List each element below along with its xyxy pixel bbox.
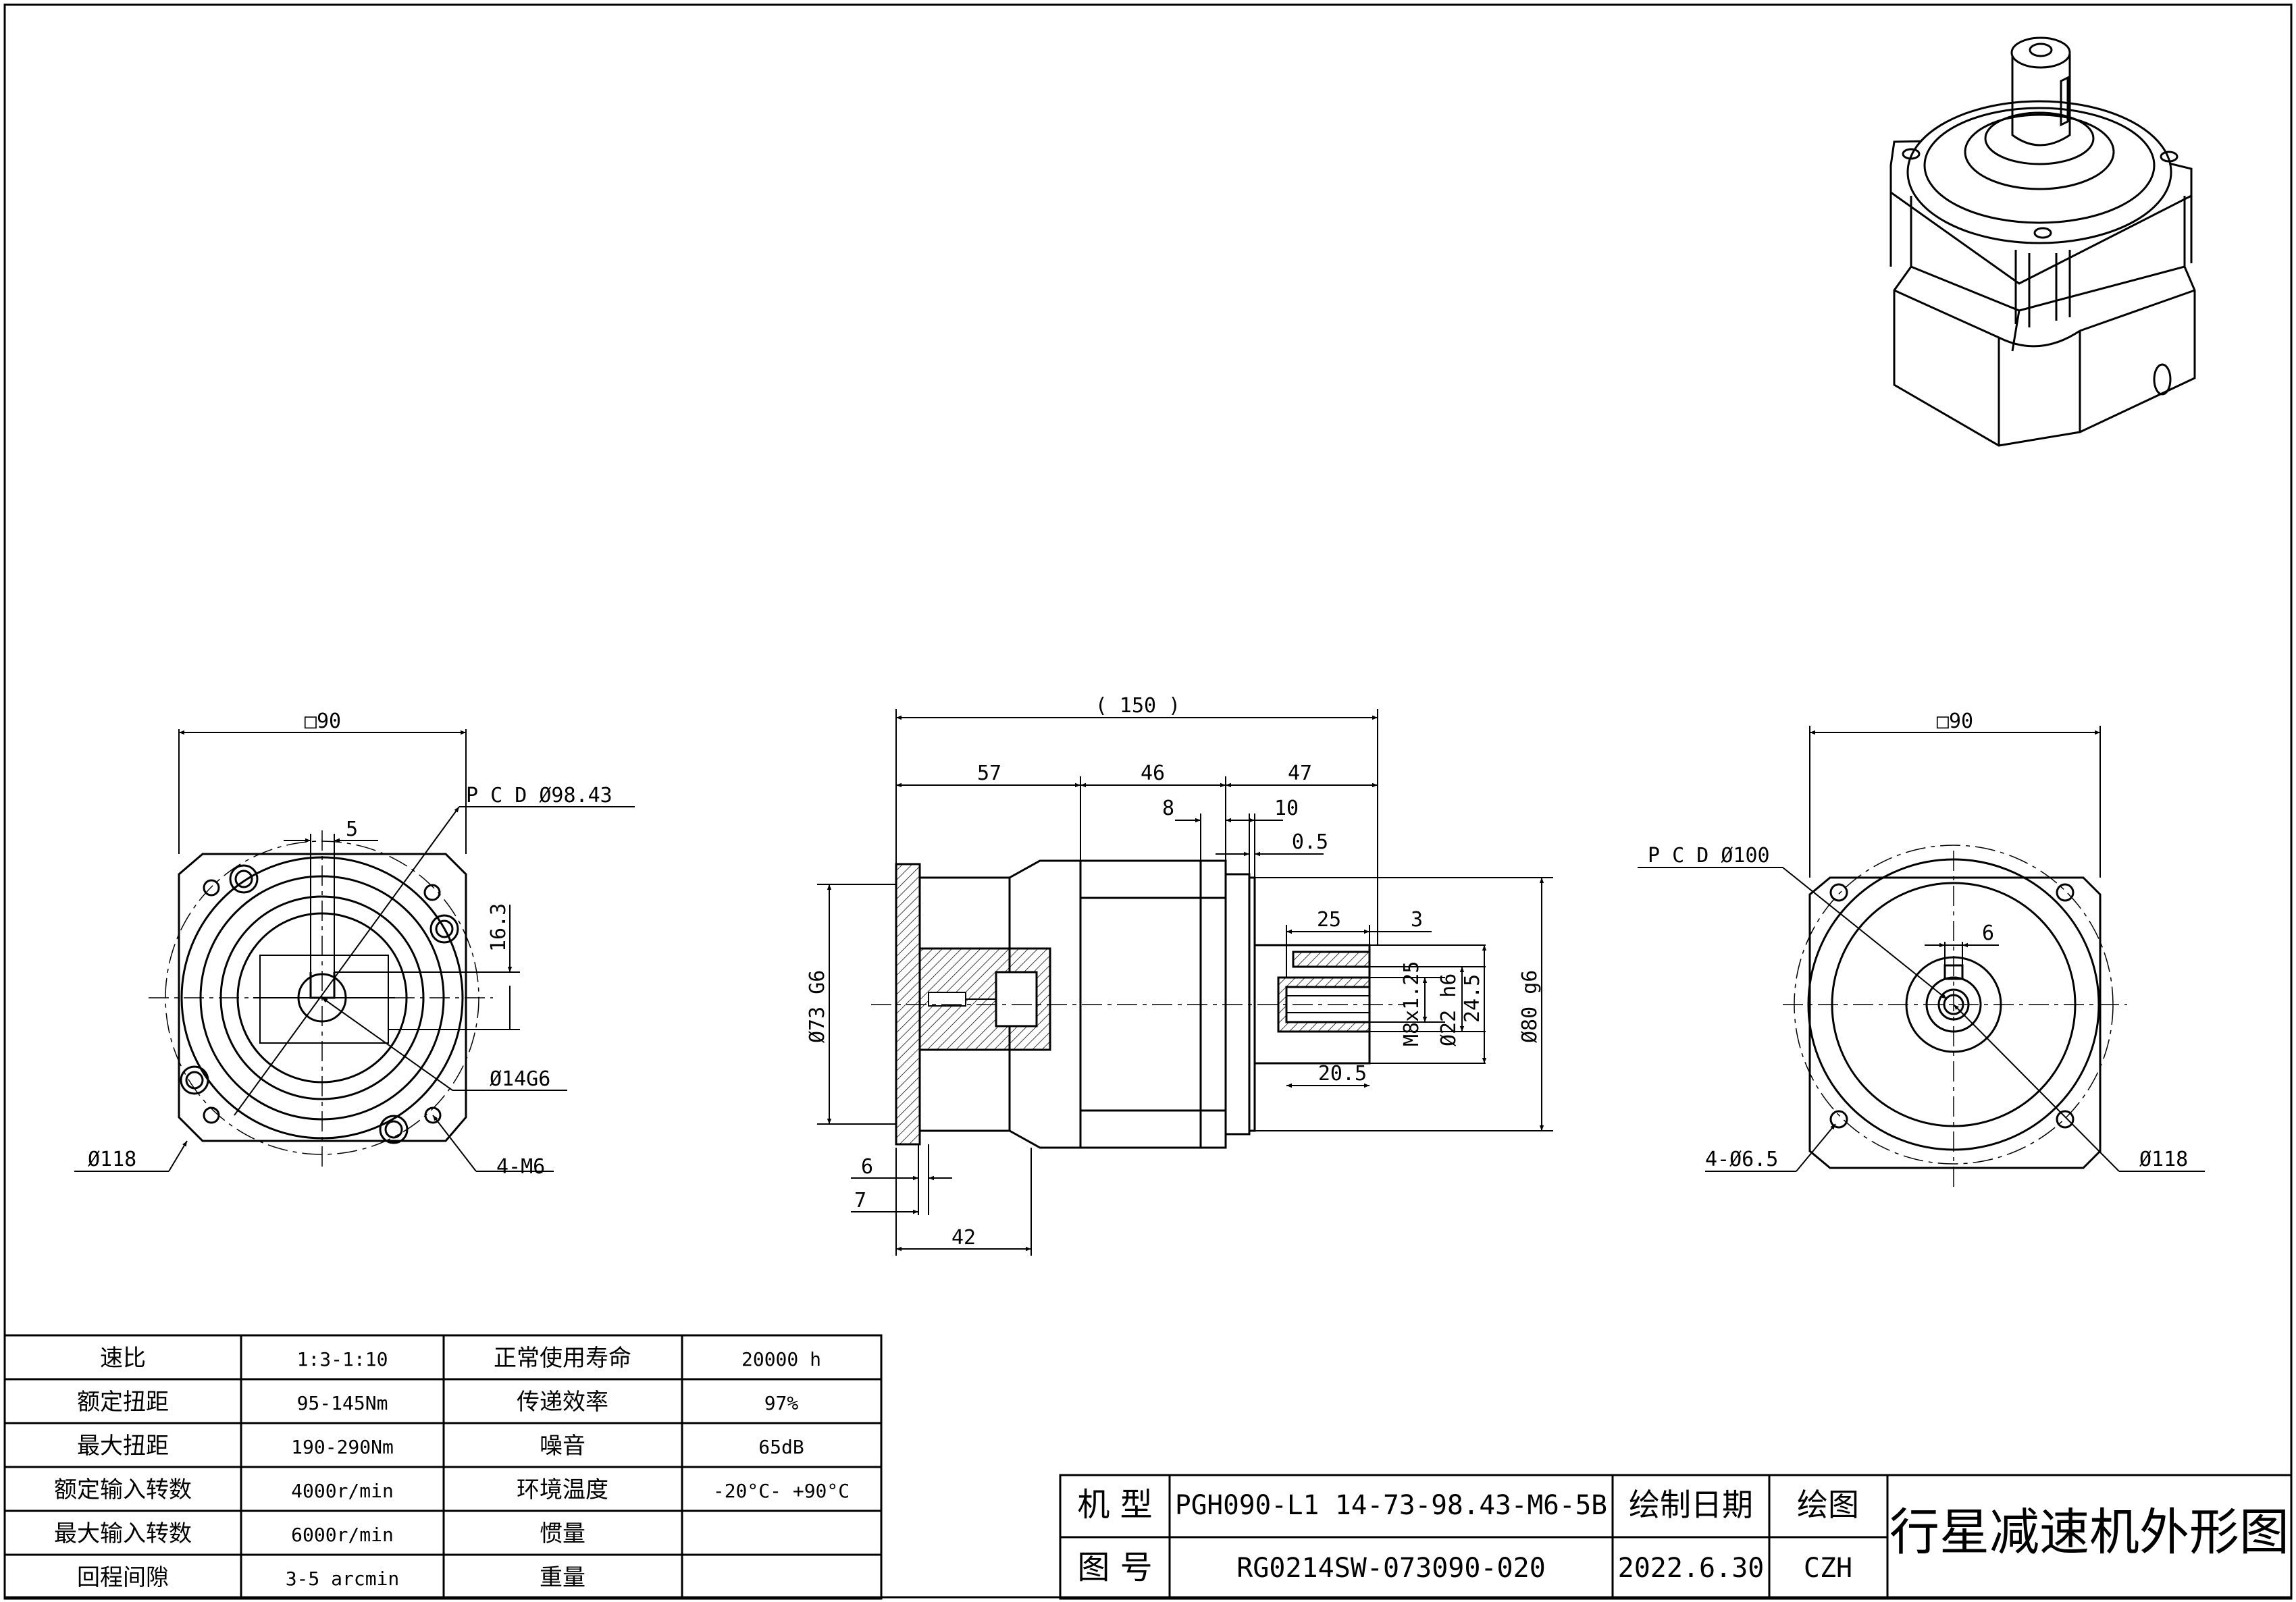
left-key-height-dim: 16.3 — [487, 903, 511, 952]
side-42-dim: 42 — [951, 1226, 976, 1250]
spec-label: 额定输入转数 — [54, 1476, 192, 1503]
side-flange-dia-dim: Ø73 G6 — [806, 970, 829, 1043]
drawing-title: 行星减速机外形图 — [1889, 1503, 2289, 1561]
spec-value: 6000r/min — [291, 1524, 394, 1546]
right-key-dim: 6 — [1982, 922, 1994, 945]
side-section-view: ( 150 ) 57 46 47 8 10 0.5 25 3 20.5 M8x1… — [806, 694, 1553, 1256]
model-label: 机 型 — [1077, 1486, 1152, 1524]
drawing-no-value: RG0214SW-073090-020 — [1236, 1553, 1546, 1584]
side-pilot-dim: Ø80 g6 — [1518, 970, 1542, 1043]
side-205-dim: 20.5 — [1318, 1062, 1367, 1086]
spec-label: 速比 — [100, 1345, 146, 1372]
date-value: 2022.6.30 — [1618, 1553, 1765, 1584]
spec-row: 速比 1:3-1:10 正常使用寿命 20000 h — [100, 1345, 821, 1372]
right-pcd-dim: P C D Ø100 — [1648, 844, 1770, 867]
spec-value-2: -20°C- +90°C — [713, 1480, 850, 1502]
left-pcd-dim: P C D Ø98.43 — [466, 784, 612, 807]
model-value: PGH090-L1 14-73-98.43-M6-5B — [1175, 1490, 1607, 1521]
left-square-dim: □90 — [305, 710, 341, 733]
spec-label: 最大扭距 — [77, 1433, 169, 1460]
side-245-dim: 24.5 — [1461, 974, 1484, 1023]
side-7-dim: 7 — [854, 1189, 866, 1212]
side-25-dim: 25 — [1317, 908, 1341, 932]
left-bore-dim: Ø14G6 — [490, 1067, 550, 1091]
side-6-dim: 6 — [861, 1155, 873, 1179]
spec-row: 最大扭距 190-290Nm 噪音 65dB — [77, 1433, 804, 1460]
flange-square-outline — [178, 853, 467, 1142]
spec-value: 95-145Nm — [297, 1392, 388, 1414]
spec-value-2: 20000 h — [741, 1348, 821, 1370]
spec-label-2: 噪音 — [540, 1433, 585, 1460]
right-square-dim: □90 — [1937, 710, 1973, 733]
spec-label: 额定扭距 — [77, 1389, 169, 1416]
drawer-value: CZH — [1804, 1553, 1852, 1584]
spec-label: 回程间隙 — [77, 1564, 169, 1591]
right-front-view: □90 P C D Ø100 6 4-Ø6.5 Ø118 — [1638, 710, 2205, 1188]
spec-value: 3-5 arcmin — [286, 1568, 400, 1590]
spec-row: 回程间隙 3-5 arcmin 重量 — [77, 1564, 585, 1591]
side-47-dim: 47 — [1288, 762, 1312, 785]
isometric-view — [1889, 36, 2196, 447]
side-10-dim: 10 — [1274, 797, 1299, 820]
left-holes-dim: 4-M6 — [496, 1155, 545, 1179]
left-dia-dim: Ø118 — [88, 1148, 136, 1171]
spec-row: 最大输入转数 6000r/min 惯量 — [54, 1520, 585, 1547]
spec-label-2: 传递效率 — [517, 1389, 608, 1416]
spec-value: 4000r/min — [291, 1480, 394, 1502]
drawing-no-label: 图 号 — [1077, 1549, 1152, 1586]
spec-value: 190-290Nm — [291, 1436, 394, 1458]
spec-value-2: 65dB — [758, 1436, 804, 1458]
spec-value: 1:3-1:10 — [297, 1348, 388, 1370]
side-3-dim: 3 — [1411, 908, 1423, 932]
spec-label: 最大输入转数 — [54, 1520, 192, 1547]
title-block: 机 型 PGH090-L1 14-73-98.43-M6-5B 绘制日期 绘图 … — [1059, 1474, 2293, 1600]
right-holes-dim: 4-Ø6.5 — [1705, 1148, 1778, 1171]
spec-table: 速比 1:3-1:10 正常使用寿命 20000 h 额定扭距 95-145Nm… — [3, 1334, 883, 1600]
left-front-view: □90 P C D Ø98.43 5 16.3 Ø14G6 Ø118 4-M6 — [74, 710, 635, 1179]
spec-label-2: 环境温度 — [517, 1476, 608, 1503]
side-57-dim: 57 — [977, 762, 1001, 785]
spec-label-2: 正常使用寿命 — [494, 1345, 631, 1372]
side-thread-dim: M8x1.25 — [1400, 961, 1424, 1046]
date-label: 绘制日期 — [1629, 1487, 1753, 1523]
side-46-dim: 46 — [1141, 762, 1165, 785]
sheet-border — [3, 3, 2293, 1599]
drawer-label: 绘图 — [1797, 1487, 1859, 1523]
spec-label-2: 惯量 — [540, 1520, 585, 1547]
side-8-dim: 8 — [1162, 797, 1174, 820]
spec-row: 额定扭距 95-145Nm 传递效率 97% — [77, 1389, 798, 1416]
side-05-dim: 0.5 — [1292, 830, 1328, 854]
spec-row: 额定输入转数 4000r/min 环境温度 -20°C- +90°C — [54, 1476, 850, 1503]
right-dia-dim: Ø118 — [2139, 1148, 2188, 1171]
left-key-width-dim: 5 — [346, 818, 358, 841]
spec-label-2: 重量 — [540, 1564, 585, 1591]
spec-value-2: 97% — [764, 1392, 799, 1414]
side-shaft-dim: Ø22 h6 — [1437, 973, 1461, 1046]
side-total-dim: ( 150 ) — [1095, 694, 1180, 718]
